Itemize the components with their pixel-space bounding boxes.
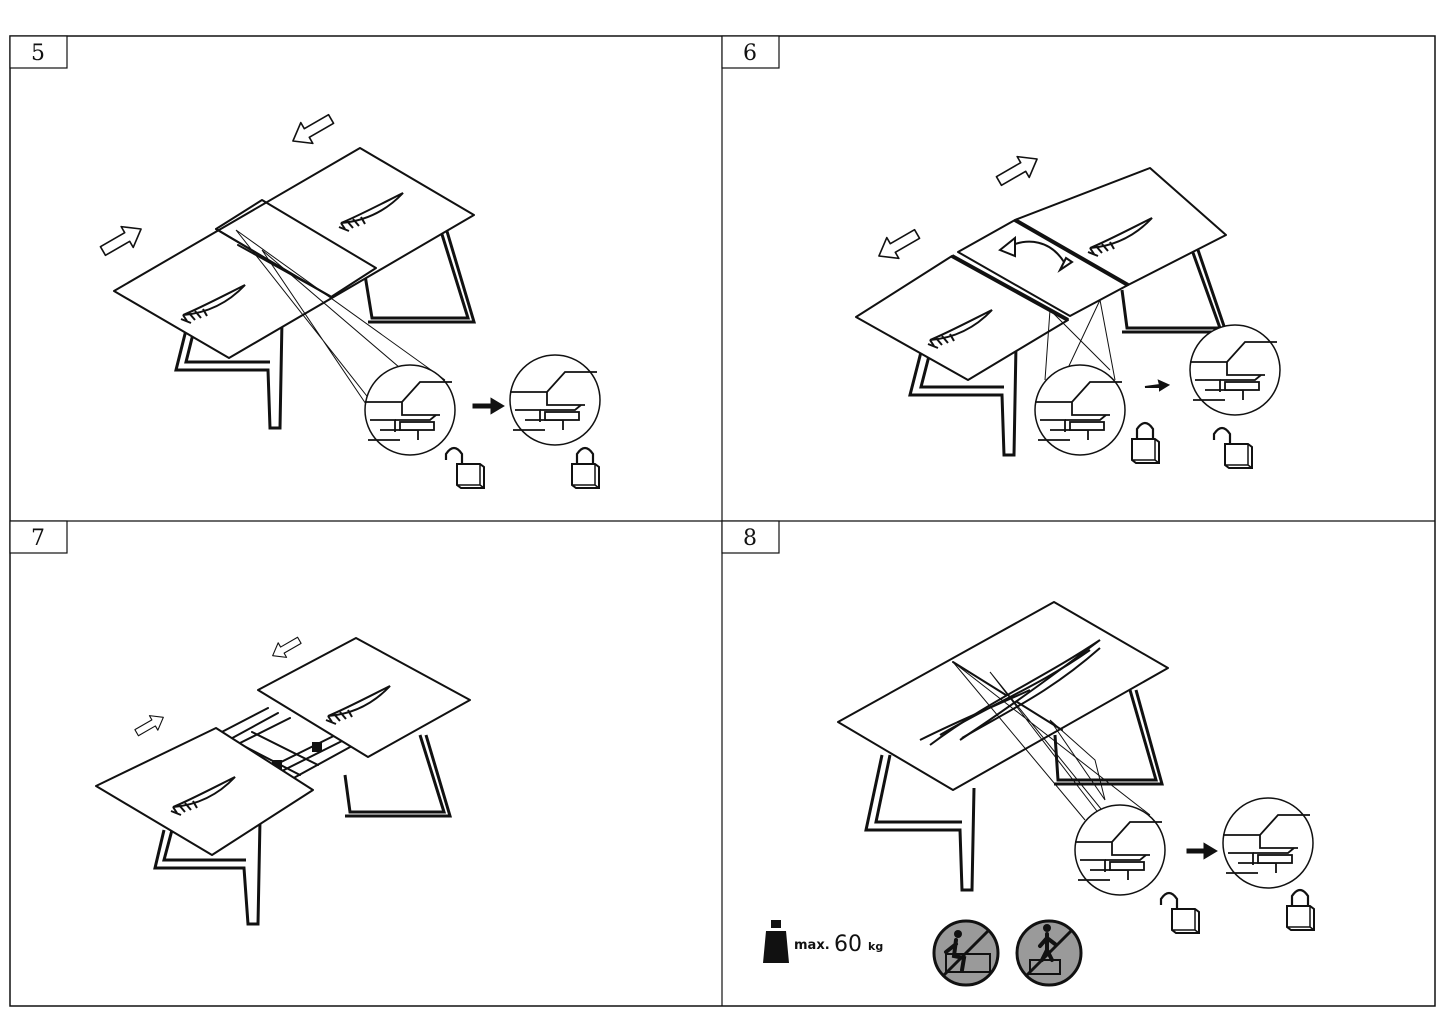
panel-step-7 bbox=[95, 632, 471, 926]
hollow-arrow-icon bbox=[872, 222, 924, 268]
step-label-7: 7 bbox=[9, 520, 68, 554]
step-label-5: 5 bbox=[9, 35, 68, 69]
hollow-arrow-icon bbox=[286, 107, 338, 153]
padlock-open-icon bbox=[444, 446, 486, 490]
table-legs bbox=[153, 734, 453, 926]
max-load-unit: kg bbox=[868, 940, 883, 953]
hollow-arrow-icon bbox=[992, 147, 1044, 193]
panel-step-6 bbox=[855, 147, 1281, 470]
table-top bbox=[113, 147, 475, 359]
table-top-right-half bbox=[257, 637, 471, 758]
step-number: 6 bbox=[743, 41, 757, 66]
max-load-indicator: max. 60 kg bbox=[763, 920, 883, 963]
table-legs bbox=[174, 227, 477, 430]
padlock-open-icon bbox=[1159, 891, 1201, 935]
padlock-closed-icon bbox=[570, 446, 601, 490]
panel-step-8: max. 60 kg bbox=[763, 601, 1316, 987]
hollow-arrow-icon bbox=[131, 709, 169, 741]
arrow-right-icon bbox=[472, 397, 505, 415]
hollow-arrow-icon bbox=[96, 217, 148, 263]
step-number: 5 bbox=[31, 41, 45, 66]
panel-step-5 bbox=[96, 107, 601, 490]
zoom-lines bbox=[235, 229, 446, 411]
no-standing-icon bbox=[1015, 919, 1083, 987]
detail-view-locked bbox=[1034, 364, 1126, 456]
detail-view-unlocked bbox=[1074, 804, 1166, 896]
detail-view-unlocked bbox=[1189, 324, 1281, 416]
step-number: 8 bbox=[743, 526, 757, 551]
detail-view-locked bbox=[509, 354, 601, 446]
step-label-6: 6 bbox=[721, 35, 780, 69]
marble-vein-large bbox=[919, 639, 1101, 746]
padlock-closed-icon bbox=[1130, 421, 1161, 465]
arrow-right-icon bbox=[1144, 379, 1171, 392]
table-legs bbox=[864, 689, 1164, 892]
arrow-right-icon bbox=[1186, 842, 1218, 860]
hollow-arrow-icon bbox=[267, 632, 305, 664]
detail-view-locked bbox=[1222, 797, 1314, 889]
detail-view-unlocked bbox=[364, 364, 456, 456]
zoom-lines bbox=[952, 661, 1151, 821]
step-number: 7 bbox=[31, 526, 45, 551]
no-sitting-icon bbox=[932, 919, 1000, 987]
zoom-lines bbox=[1044, 299, 1116, 386]
weight-icon bbox=[763, 920, 789, 963]
padlock-closed-icon bbox=[1285, 888, 1316, 932]
step-label-8: 8 bbox=[721, 520, 780, 554]
table-top bbox=[855, 167, 1227, 381]
padlock-open-icon bbox=[1212, 426, 1254, 470]
max-load-label: max. bbox=[794, 938, 830, 953]
max-load-value: 60 bbox=[834, 932, 862, 957]
